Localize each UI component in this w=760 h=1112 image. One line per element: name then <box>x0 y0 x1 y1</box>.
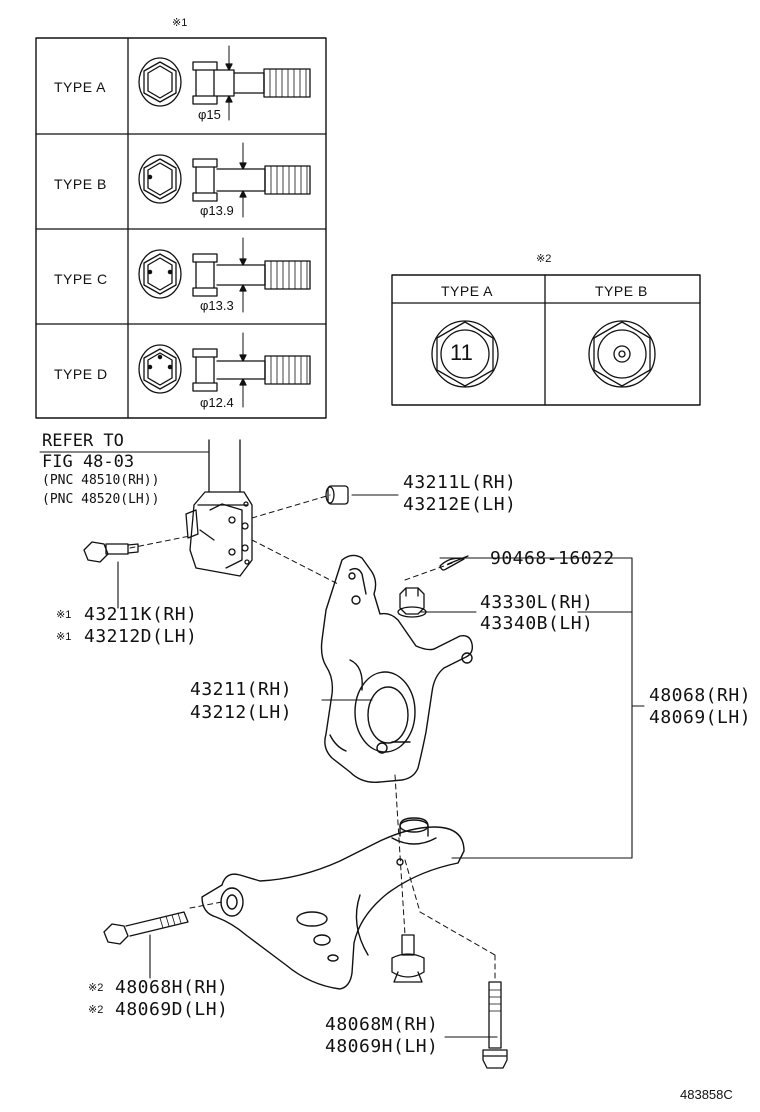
cotter-pin-part <box>439 555 469 571</box>
bolt-type-d-diameter: φ12.4 <box>200 395 234 410</box>
part-48069D: 48069D(LH) <box>115 999 229 1020</box>
part-43330L: 43330L(RH) <box>480 592 594 613</box>
bolt-type-table <box>35 37 327 419</box>
bolt-table-note-mark: ※1 <box>172 17 188 29</box>
bolt-type-a-label: TYPE A <box>54 79 107 95</box>
steering-knuckle <box>320 554 474 783</box>
nut-type-b-header: TYPE B <box>595 283 648 299</box>
bolt-type-c-label: TYPE C <box>54 271 108 287</box>
bolt-type-a-diameter: φ15 <box>198 107 221 122</box>
refer-pnc-lh: (PNC 48520(LH)) <box>42 492 160 507</box>
part-48068: 48068(RH) <box>649 685 752 706</box>
part-43211K: 43211K(RH) <box>84 604 198 625</box>
bolt-type-b-diameter: φ13.9 <box>200 203 234 218</box>
nut-type-table <box>391 274 701 406</box>
part-48068H: 48068H(RH) <box>115 977 229 998</box>
arm-bolt-part <box>103 911 189 945</box>
part-43212E: 43212E(LH) <box>403 494 517 515</box>
lower-control-arm <box>201 817 465 990</box>
refer-pnc-rh: (PNC 48510(RH)) <box>42 473 160 488</box>
part-43212D: 43212D(LH) <box>84 626 198 647</box>
nut-type-a-header: TYPE A <box>441 283 494 299</box>
part-43211L: 43211L(RH) <box>403 472 517 493</box>
part-43212: 43212(LH) <box>190 702 293 723</box>
nut-table-note-mark: ※2 <box>536 253 552 265</box>
figure-id: 483858C <box>680 1087 733 1102</box>
bolt-type-c-diameter: φ13.3 <box>200 298 234 313</box>
castle-nut-part <box>397 587 427 618</box>
assembly-dashed-lines <box>129 494 496 981</box>
part-43211K-mark: ※1 <box>56 609 72 621</box>
refer-to-label: REFER TO <box>42 431 124 451</box>
part-48068H-mark: ※2 <box>88 982 104 994</box>
part-43340B: 43340B(LH) <box>480 613 594 634</box>
part-90468-16022: 90468-16022 <box>490 548 615 569</box>
strut-bolt-part <box>83 541 139 563</box>
part-48069H: 48069H(LH) <box>325 1036 439 1057</box>
bolt-type-d-label: TYPE D <box>54 366 108 382</box>
ball-joint-bolt-part <box>482 981 508 1069</box>
leader-lines <box>39 451 645 1038</box>
strut-assembly <box>185 439 253 577</box>
refer-fig-label: FIG 48-03 <box>42 452 135 472</box>
lower-ball-joint-part <box>391 934 425 983</box>
part-43212D-mark: ※1 <box>56 631 72 643</box>
cam-nut-part <box>325 485 349 505</box>
hub-bolt-drawings <box>138 45 311 408</box>
nut-type-a-mark: 11 <box>450 340 473 365</box>
part-48068M: 48068M(RH) <box>325 1014 439 1035</box>
part-48069D-mark: ※2 <box>88 1004 104 1016</box>
bolt-type-b-label: TYPE B <box>54 176 107 192</box>
part-43211: 43211(RH) <box>190 679 293 700</box>
part-48069: 48069(LH) <box>649 707 752 728</box>
